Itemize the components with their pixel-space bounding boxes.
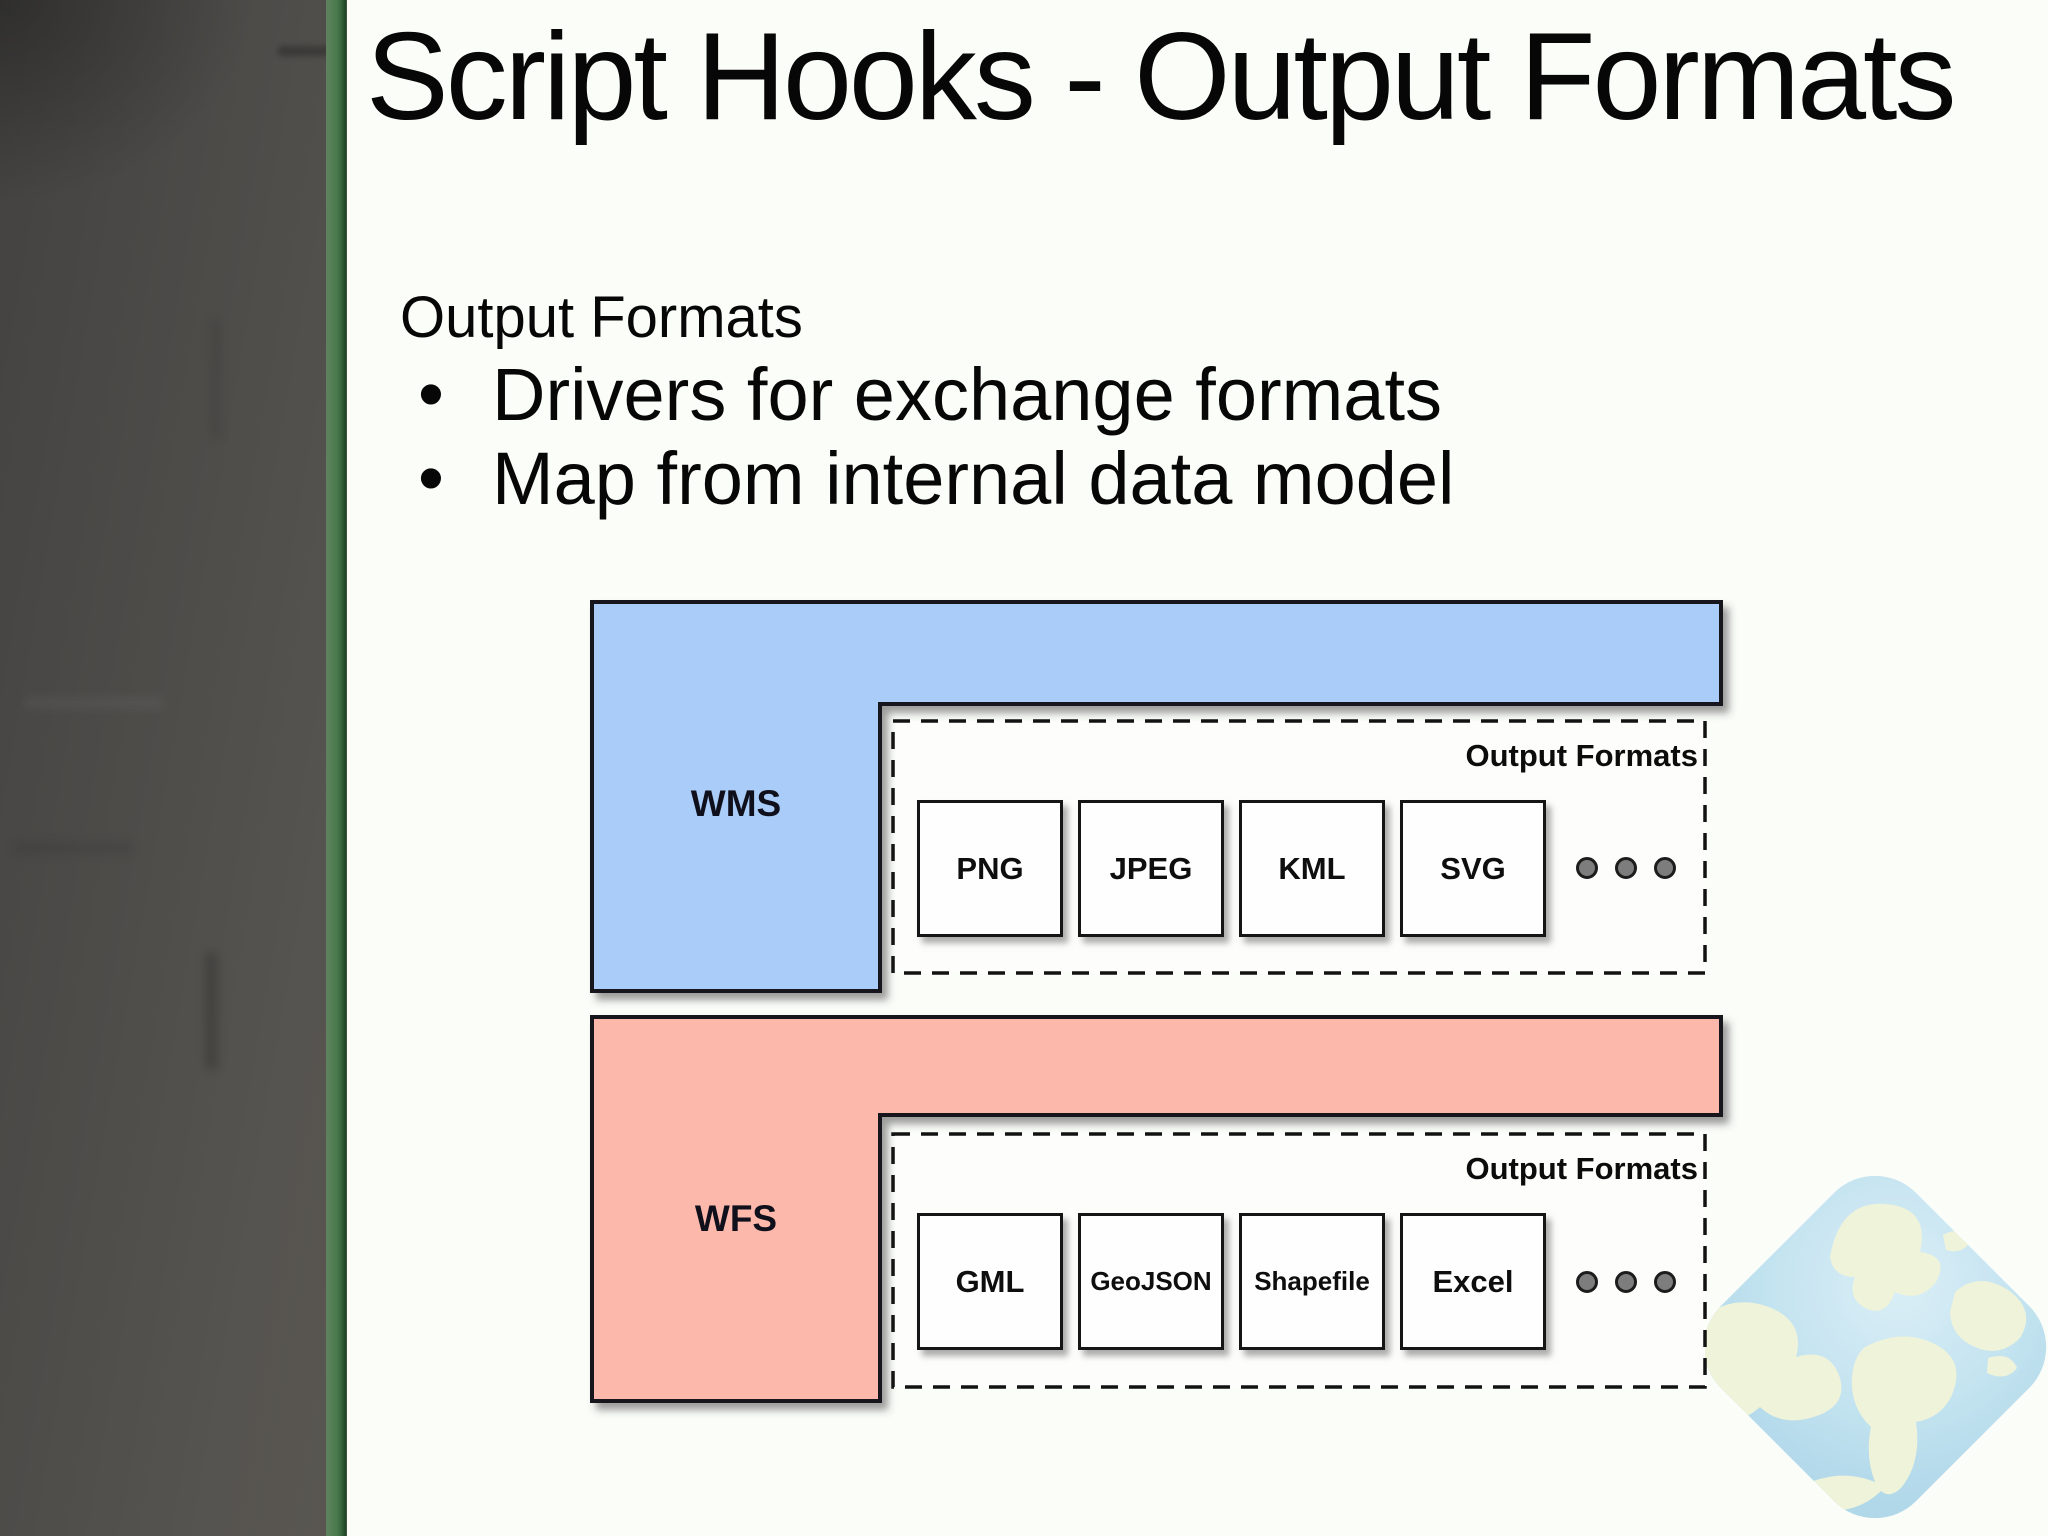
- wfs-label: WFS: [694, 1198, 778, 1239]
- wfs-panel-label: Output Formats: [1465, 1151, 1699, 1186]
- strip-smudge: [14, 842, 134, 854]
- strip-smudge: [24, 698, 164, 708]
- wfs-service-shape: [590, 1015, 1723, 1403]
- bullet-icon: •: [418, 352, 444, 435]
- wms-service-shape: [590, 600, 1723, 993]
- strip-smudge: [206, 952, 217, 1070]
- slide-title: Script Hooks - Output Formats: [366, 8, 1956, 146]
- format-box-geojson: GeoJSON: [1078, 1213, 1224, 1350]
- adjacent-slide-strip: [0, 0, 336, 1536]
- bullet-icon: •: [418, 436, 444, 519]
- strip-smudge: [212, 318, 220, 440]
- format-box-kml: KML: [1239, 800, 1385, 937]
- bullet-item: • Drivers for exchange formats: [400, 352, 1442, 436]
- ellipsis-dots-icon: [1576, 857, 1676, 879]
- slide-edge-divider: [326, 0, 347, 1536]
- globe-watermark-icon: [1690, 1175, 2047, 1519]
- bullet-text: Map from internal data model: [492, 436, 1455, 520]
- format-box-jpeg: JPEG: [1078, 800, 1224, 937]
- bullet-item: • Map from internal data model: [400, 436, 1454, 520]
- format-box-png: PNG: [917, 800, 1063, 937]
- format-box-svg: SVG: [1400, 800, 1546, 937]
- format-box-gml: GML: [917, 1213, 1063, 1350]
- wms-panel-label: Output Formats: [1465, 738, 1699, 773]
- wms-label: WMS: [690, 783, 782, 824]
- body-heading: Output Formats: [400, 285, 803, 350]
- ellipsis-dots-icon: [1576, 1271, 1676, 1293]
- format-box-excel: Excel: [1400, 1213, 1546, 1350]
- format-box-shapefile: Shapefile: [1239, 1213, 1385, 1350]
- bullet-text: Drivers for exchange formats: [492, 352, 1443, 436]
